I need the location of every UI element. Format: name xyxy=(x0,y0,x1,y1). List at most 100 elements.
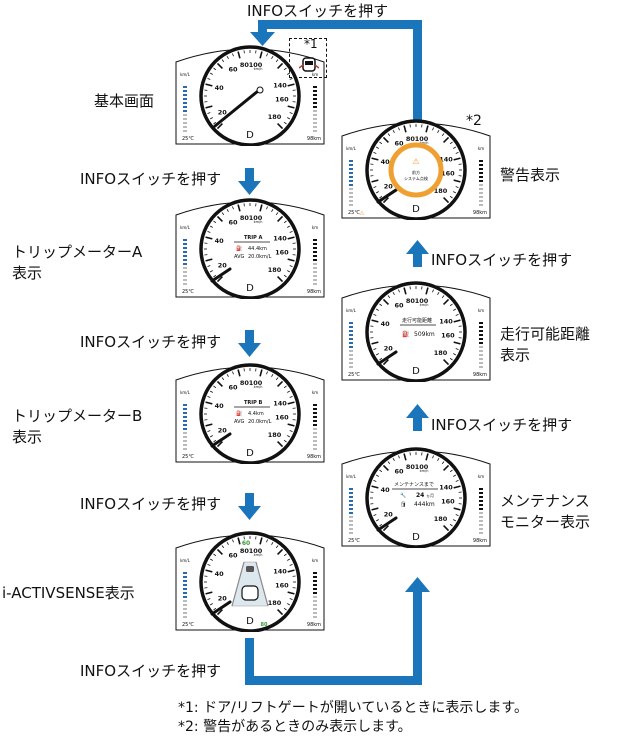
left-bar-seg xyxy=(183,98,187,100)
left-bar-seg xyxy=(183,263,187,265)
down-arrow-3-shaft xyxy=(245,493,254,507)
right-bar-seg xyxy=(479,512,483,514)
left-bar-seg xyxy=(349,192,353,194)
bottom-loop-arrowhead xyxy=(405,577,430,592)
dial-label: 80 xyxy=(406,463,416,471)
dial-tick xyxy=(387,295,391,299)
speed-needle xyxy=(210,600,232,616)
dial-tick xyxy=(287,270,291,273)
dial-tick xyxy=(237,369,241,377)
dial-label: 40 xyxy=(381,158,391,166)
dial-tick xyxy=(216,215,223,222)
right-bar-seg xyxy=(479,322,483,324)
odo-readout: 98km xyxy=(307,136,321,142)
left-bar-seg xyxy=(183,239,187,241)
dial-tick xyxy=(287,401,295,405)
left-bar-seg xyxy=(183,267,187,269)
dial-tick xyxy=(283,220,287,224)
dial-label: 160 xyxy=(441,169,455,177)
dial-tick xyxy=(392,457,395,461)
right-bar-seg xyxy=(313,251,317,253)
left-bar-seg xyxy=(183,114,187,116)
dial-tick xyxy=(213,553,217,557)
dial-tick xyxy=(216,123,223,130)
left-bar-seg xyxy=(183,283,187,285)
dial-tick xyxy=(221,212,225,216)
right-bar xyxy=(313,239,317,285)
dial-unit: km/h xyxy=(420,141,429,145)
dial-label: 180 xyxy=(268,266,282,274)
trip-distance-icon: ⛽ xyxy=(236,410,242,417)
dial-label: 60 xyxy=(395,301,405,309)
left-bar-seg xyxy=(183,580,187,582)
dial-tick xyxy=(379,523,383,527)
left-bar-seg xyxy=(183,572,187,574)
label-basic: 基本画面 xyxy=(94,92,155,110)
odo-readout: 98km xyxy=(473,210,487,216)
left-bar-seg xyxy=(349,172,353,174)
dial-tick xyxy=(432,127,434,131)
right-bar-seg xyxy=(313,448,317,450)
dial-ticks xyxy=(204,50,296,130)
dial-label: 40 xyxy=(215,237,225,245)
right-bar-seg xyxy=(479,488,483,490)
dial-tick xyxy=(455,152,459,154)
dial-tick xyxy=(379,195,383,199)
right-bar-seg xyxy=(313,122,317,124)
right-bar-seg xyxy=(313,572,317,574)
left-bar-seg xyxy=(349,342,353,344)
left-bar-seg xyxy=(183,110,187,112)
left-bar-seg xyxy=(349,488,353,490)
dial-tick xyxy=(277,276,284,283)
left-bar-seg xyxy=(349,516,353,518)
dial-tick xyxy=(213,121,217,125)
dial-tick xyxy=(259,369,263,377)
right-bar-seg xyxy=(313,239,317,241)
dial-tick xyxy=(287,236,295,240)
dial-tick xyxy=(403,287,407,295)
dial-label: 20 xyxy=(384,183,394,191)
right-bar-seg xyxy=(313,275,317,277)
dial-tick xyxy=(216,380,223,387)
dial-tick xyxy=(392,129,395,133)
dial-tick xyxy=(453,179,461,183)
dial-tick xyxy=(266,206,268,210)
left-bar-seg xyxy=(183,576,187,578)
dial-label: 160 xyxy=(441,331,455,339)
left-bar-seg xyxy=(183,271,187,273)
trip-avg-value: 20.0km/L xyxy=(248,254,272,260)
left-bar-seg xyxy=(349,338,353,340)
right-bar-seg xyxy=(479,504,483,506)
fuel-icon: ⛽ xyxy=(402,330,410,338)
up-arrow-1-head xyxy=(406,404,429,418)
right-bar-label: km xyxy=(478,308,484,313)
dial-tick xyxy=(289,564,293,566)
right-bar-seg xyxy=(479,200,483,202)
right-bar-seg xyxy=(313,243,317,245)
dial-tick xyxy=(277,215,284,222)
dial-tick xyxy=(453,474,457,477)
dial-tick xyxy=(453,341,461,345)
dial-tick xyxy=(443,298,450,305)
dial-label: 160 xyxy=(441,497,455,505)
dial-tick xyxy=(271,208,274,212)
dial-label: 40 xyxy=(381,320,391,328)
dial-tick xyxy=(213,274,217,278)
dial-tick xyxy=(226,55,229,59)
dial-label: 20 xyxy=(218,262,228,270)
dial-tick xyxy=(283,385,287,389)
left-bar-label: km/L xyxy=(180,558,191,563)
dial-tick xyxy=(371,341,379,345)
dial-tick xyxy=(232,53,234,57)
dial-tick xyxy=(455,348,459,350)
right-bar-seg xyxy=(479,168,483,170)
dial-tick xyxy=(437,291,440,295)
right-bar-seg xyxy=(313,86,317,88)
right-bar-seg xyxy=(479,354,483,356)
right-bar-seg xyxy=(313,584,317,586)
right-bar-label: km xyxy=(478,146,484,151)
right-bar-seg xyxy=(479,350,483,352)
